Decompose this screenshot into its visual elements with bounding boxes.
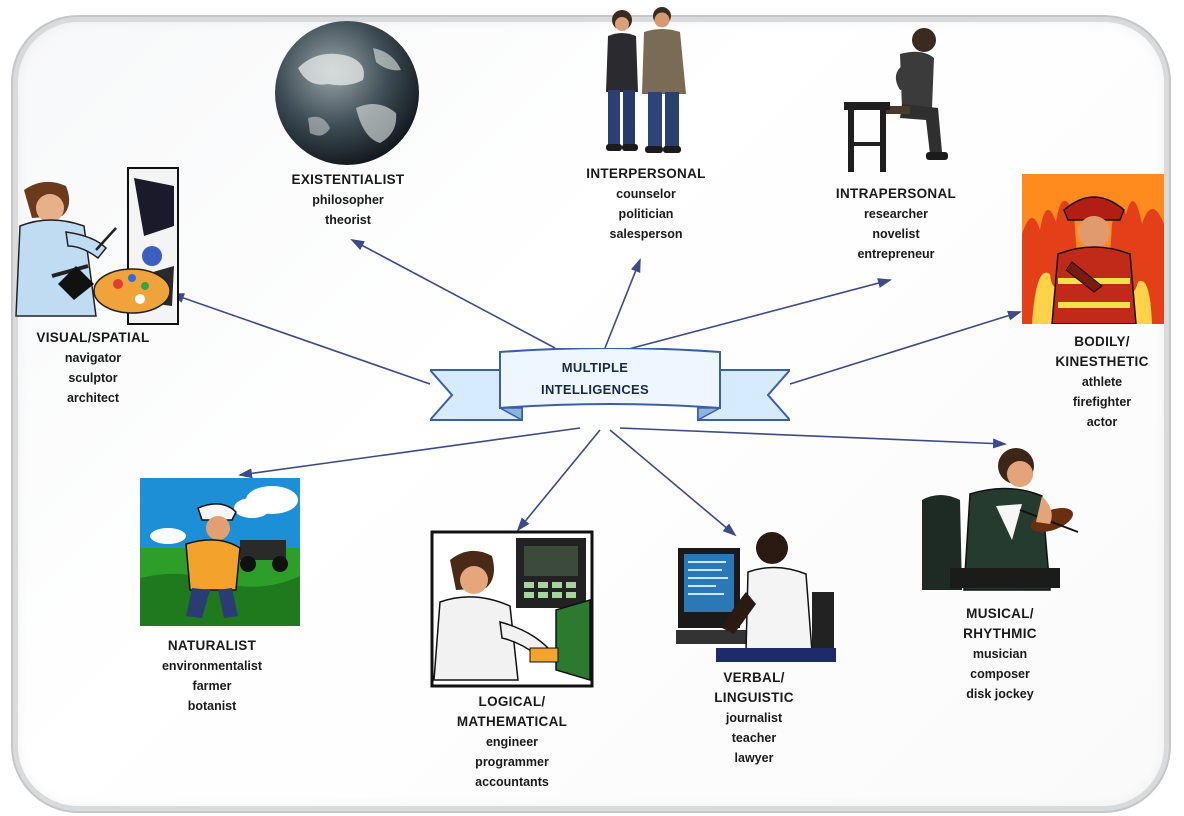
role-item: counselor	[616, 187, 676, 201]
role-item: engineer	[485, 735, 539, 749]
role-item: actor	[1086, 415, 1118, 429]
role-item: philosopher	[312, 193, 384, 207]
role-item: botanist	[187, 699, 237, 713]
node-title-line2: KINESTHETIC	[1055, 354, 1149, 369]
center-title-line2: INTELLIGENCES	[541, 382, 649, 397]
node-intrapersonal: INTRAPERSONAL researcher novelist entrep…	[836, 184, 956, 264]
role-item: firefighter	[1072, 395, 1132, 409]
node-logical-mathematical: LOGICAL/ MATHEMATICAL engineer programme…	[457, 692, 567, 792]
globe-icon	[275, 21, 419, 165]
arrow-to-naturalist	[238, 427, 581, 479]
arrow-to-interpersonal	[604, 258, 641, 349]
node-title: BODILY/	[1074, 334, 1130, 349]
node-naturalist: NATURALIST environmentalist farmer botan…	[162, 636, 262, 716]
role-item: musician	[972, 647, 1028, 661]
center-banner-text: MULTIPLE INTELLIGENCES	[520, 357, 670, 401]
node-interpersonal: INTERPERSONAL counselor politician sales…	[586, 164, 705, 244]
node-title: INTERPERSONAL	[586, 166, 706, 181]
role-item: athlete	[1081, 375, 1123, 389]
role-item: novelist	[872, 227, 920, 241]
node-title: LOGICAL/	[478, 694, 546, 709]
violinist-icon	[922, 448, 1079, 591]
role-item: architect	[66, 391, 120, 405]
node-title: MUSICAL/	[966, 606, 1034, 621]
role-item: disk jockey	[966, 687, 1034, 701]
node-title: VISUAL/SPATIAL	[36, 330, 150, 345]
role-item: sculptor	[68, 371, 118, 385]
role-item: composer	[970, 667, 1030, 681]
center-banner	[430, 348, 790, 422]
center-title-line1: MULTIPLE	[561, 360, 629, 375]
node-title: VERBAL/	[723, 670, 785, 685]
node-existentialist: EXISTENTIALIST philosopher theorist	[292, 170, 405, 230]
role-item: navigator	[64, 351, 122, 365]
node-title-line2: MATHEMATICAL	[456, 714, 568, 729]
farmer-icon	[140, 478, 300, 626]
arrow-to-existentialist	[350, 239, 556, 349]
node-title: EXISTENTIALIST	[291, 172, 405, 187]
arrow-to-musical-rhythmic	[619, 427, 1007, 449]
role-item: accountants	[475, 775, 549, 789]
role-item: teacher	[731, 731, 777, 745]
thinker-on-stool-icon	[844, 28, 948, 172]
node-title-line2: RHYTHMIC	[963, 626, 1037, 641]
node-musical-rhythmic: MUSICAL/ RHYTHMIC musician composer disk…	[963, 604, 1037, 704]
painter-icon	[15, 167, 179, 325]
firefighter-icon	[1022, 174, 1164, 324]
arrow-to-bodily-kinesthetic	[789, 310, 1022, 385]
node-title: INTRAPERSONAL	[835, 186, 957, 201]
role-item: theorist	[325, 213, 371, 227]
arrow-to-verbal-linguistic	[609, 429, 737, 537]
role-item: salesperson	[609, 227, 683, 241]
computer-operator-icon	[430, 530, 594, 688]
node-title: NATURALIST	[167, 638, 257, 653]
role-item: researcher	[864, 207, 928, 221]
role-item: farmer	[192, 679, 232, 693]
node-title-line2: LINGUISTIC	[714, 690, 794, 705]
node-visual-spatial: VISUAL/SPATIAL navigator sculptor archit…	[36, 328, 149, 408]
role-item: lawyer	[734, 751, 774, 765]
role-item: programmer	[475, 755, 549, 769]
node-verbal-linguistic: VERBAL/ LINGUISTIC journalist teacher la…	[714, 668, 794, 768]
role-item: journalist	[725, 711, 783, 725]
arrow-to-logical-mathematical	[516, 429, 601, 532]
arrow-to-visual-spatial	[170, 293, 431, 385]
role-item: environmentalist	[161, 659, 263, 673]
node-bodily-kinesthetic: BODILY/ KINESTHETIC athlete firefighter …	[1055, 332, 1148, 432]
two-people-icon	[606, 7, 686, 153]
role-item: politician	[618, 207, 674, 221]
writer-at-computer-icon	[676, 532, 836, 662]
arrow-to-intrapersonal	[624, 278, 892, 351]
role-item: entrepreneur	[857, 247, 935, 261]
